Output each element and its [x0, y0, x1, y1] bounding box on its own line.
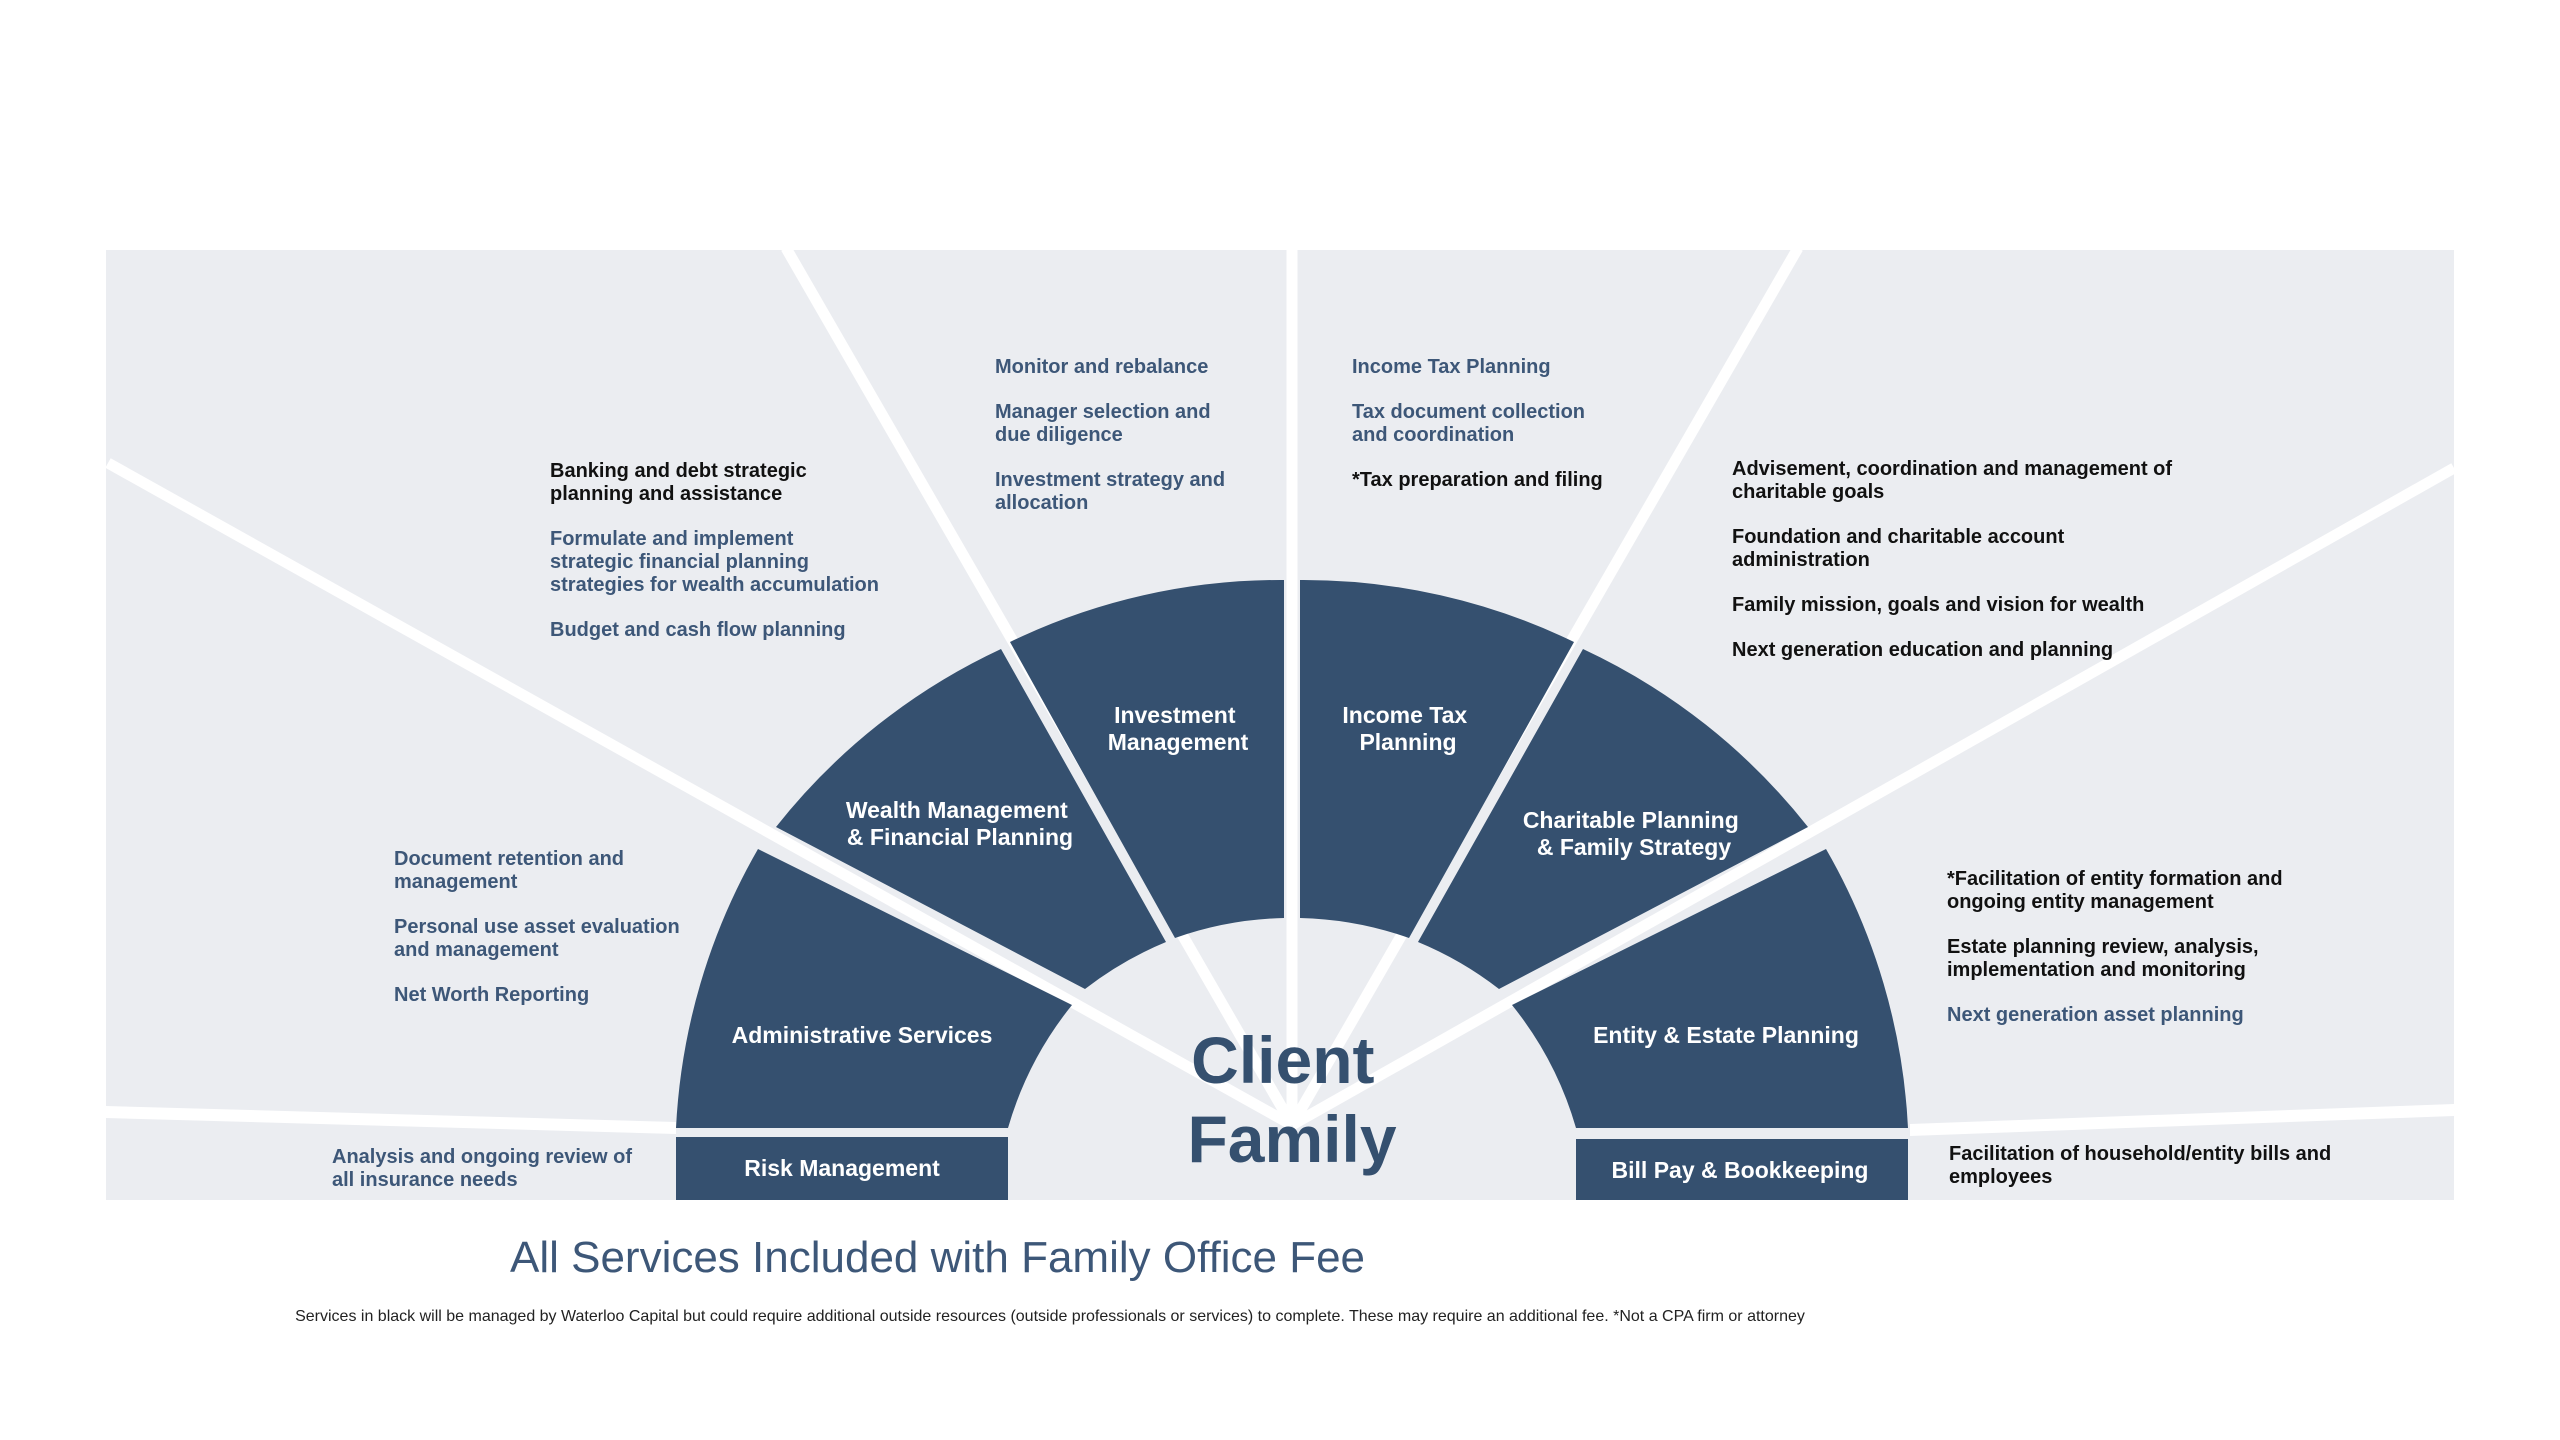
risk-services-list: Analysis and ongoing review of all insur… [332, 1146, 642, 1192]
service-item: Estate planning review, analysis, implem… [1947, 936, 2259, 981]
service-item: Document retention and management [394, 848, 625, 893]
label-wealth-management: Wealth Management & Financial Planning [846, 797, 1074, 850]
label-administrative-services: Administrative Services [732, 1022, 993, 1048]
billpay-services-list: Facilitation of household/entity bills a… [1949, 1143, 2339, 1189]
service-item: Banking and debt strategic planning and … [550, 460, 807, 505]
segment-income-tax-planning[interactable] [1300, 579, 1574, 938]
service-item: Net Worth Reporting [394, 984, 590, 1006]
service-item: Budget and cash flow planning [550, 619, 846, 641]
service-item: *Facilitation of entity formation and on… [1947, 868, 2283, 913]
label-income-tax-planning: Income Tax Planning [1342, 702, 1473, 755]
label-charitable-planning: Charitable Planning & Family Strategy [1523, 807, 1745, 860]
entity-services-list: *Facilitation of entity formation and on… [1947, 868, 2327, 1027]
label-investment-management: Investment Management [1108, 702, 1249, 755]
wealth-services-list: Banking and debt strategic planning and … [550, 460, 880, 642]
service-item: Analysis and ongoing review of all insur… [332, 1146, 633, 1191]
service-item: Foundation and charitable account admini… [1732, 526, 2065, 571]
service-item: Advisement, coordination and management … [1732, 458, 2173, 503]
service-item: Formulate and implement strategic financ… [550, 528, 879, 596]
service-item: Next generation asset planning [1947, 1004, 2244, 1026]
segment-charitable-planning[interactable] [1418, 649, 1808, 989]
segment-investment-management[interactable] [1010, 579, 1284, 938]
segment-risk-management[interactable] [676, 1137, 1008, 1200]
service-item: *Tax preparation and filing [1352, 469, 1603, 491]
label-risk-management: Risk Management [744, 1155, 940, 1181]
service-item: Tax document collection and coordination [1352, 401, 1585, 446]
label-entity-estate-planning: Entity & Estate Planning [1593, 1022, 1859, 1048]
service-item: Facilitation of household/entity bills a… [1949, 1143, 2332, 1188]
segment-bill-pay-bookkeeping[interactable] [1576, 1139, 1908, 1200]
label-bill-pay-bookkeeping: Bill Pay & Bookkeeping [1612, 1157, 1869, 1183]
service-item: Next generation education and planning [1732, 639, 2114, 661]
segment-administrative-services[interactable] [676, 849, 1072, 1128]
right-bottom-divider [1910, 1104, 2454, 1136]
service-item: Monitor and rebalance [995, 356, 1209, 378]
service-item: Income Tax Planning [1352, 356, 1551, 378]
footer-note: Services in black will be managed by Wat… [295, 1308, 1805, 1325]
charitable-services-list: Advisement, coordination and management … [1732, 458, 2202, 662]
footer-title: All Services Included with Family Office… [509, 1233, 1366, 1282]
service-item: Personal use asset evaluation and manage… [394, 916, 680, 961]
center-title: Client Family [1187, 1023, 1396, 1176]
service-item: Family mission, goals and vision for wea… [1732, 594, 2145, 616]
segment-entity-estate-planning[interactable] [1512, 849, 1908, 1128]
service-item: Investment strategy and allocation [995, 469, 1226, 514]
service-item: Manager selection and due diligence [995, 401, 1211, 446]
left-bottom-divider [106, 1106, 676, 1134]
segment-wealth-management[interactable] [776, 649, 1166, 989]
